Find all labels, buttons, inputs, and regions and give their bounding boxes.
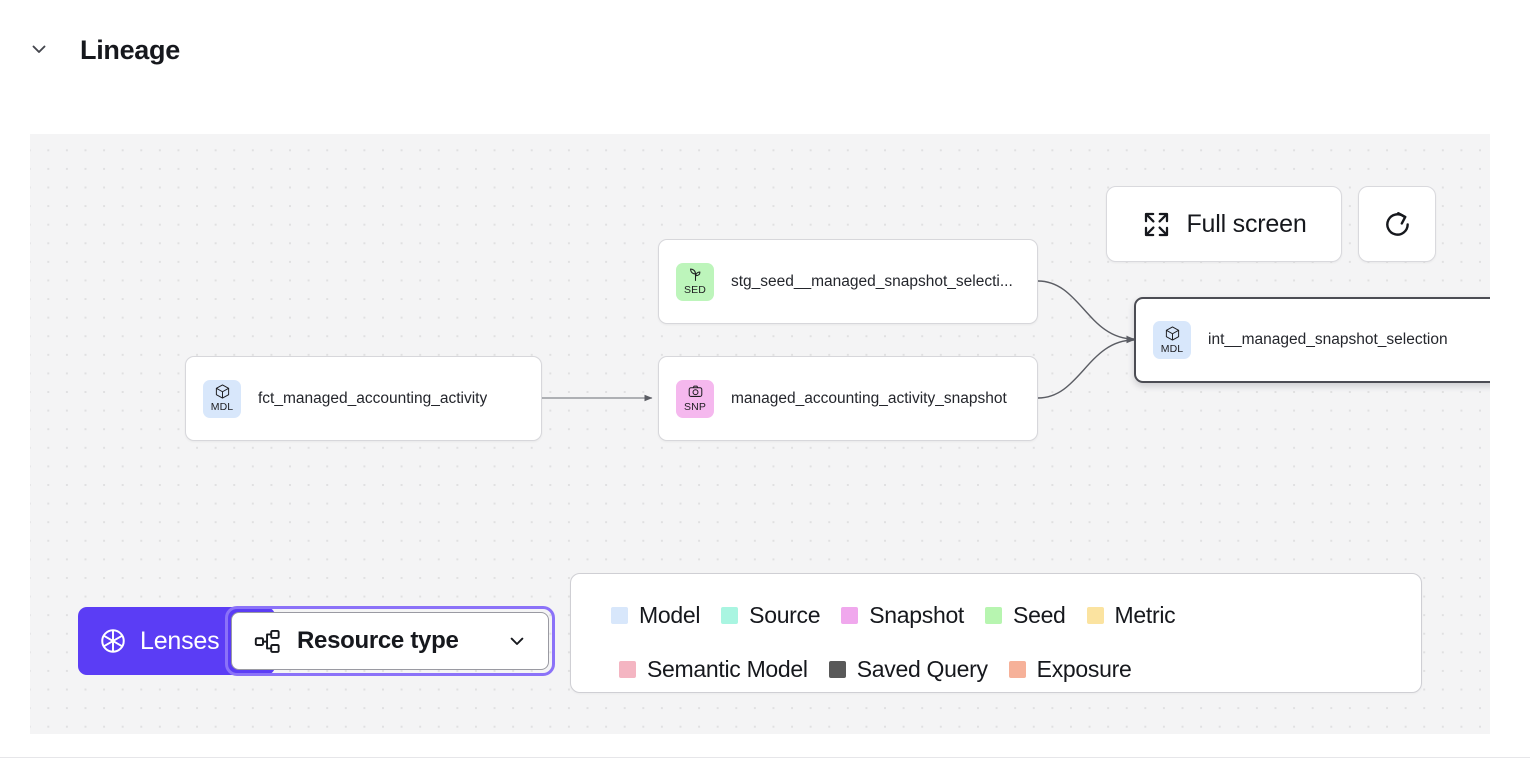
legend-swatch-metric — [1086, 606, 1104, 624]
lenses-label: Lenses — [140, 626, 220, 655]
resource-type-label: Resource type — [297, 627, 459, 654]
node-badge-label: SED — [684, 284, 706, 296]
legend-swatch-semantic-model — [619, 660, 636, 678]
legend-item-snapshot: Snapshot — [841, 602, 964, 629]
legend-item-metric: Metric — [1086, 601, 1176, 629]
hierarchy-icon — [254, 628, 281, 655]
legend-label: Source — [749, 601, 821, 628]
lineage-legend: Model Source Snapshot Seed Metric — [570, 573, 1422, 693]
node-badge-label: SNP — [684, 401, 706, 413]
fullscreen-label: Full screen — [1186, 209, 1307, 238]
legend-label: Model — [639, 601, 701, 628]
legend-item-source: Source — [721, 601, 821, 629]
lineage-canvas[interactable]: MDL fct_managed_accounting_activity SED … — [30, 134, 1490, 734]
lineage-section-header: Lineage — [0, 0, 1530, 100]
legend-label: Metric — [1114, 601, 1176, 628]
legend-label: Semantic Model — [647, 655, 808, 682]
refresh-button[interactable] — [1358, 186, 1436, 262]
legend-label: Saved Query — [856, 655, 988, 682]
legend-swatch-saved-query — [828, 660, 846, 678]
legend-item-seed: Seed — [985, 602, 1066, 629]
chevron-down-icon[interactable] — [24, 34, 54, 64]
legend-item-semantic-model: Semantic Model — [619, 656, 808, 683]
legend-label: Exposure — [1036, 655, 1132, 682]
fullscreen-button[interactable]: Full screen — [1106, 186, 1342, 262]
cube-icon — [1164, 325, 1181, 342]
legend-swatch-seed — [985, 606, 1003, 624]
cube-icon — [214, 384, 231, 400]
seedling-icon — [687, 267, 704, 283]
bottom-divider — [0, 757, 1530, 758]
page-title: Lineage — [80, 35, 180, 65]
legend-item-exposure: Exposure — [1008, 655, 1132, 683]
node-label: stg_seed__managed_snapshot_selecti... — [731, 272, 1013, 290]
resource-type-focus-ring: Resource type — [225, 606, 555, 676]
node-badge-label: MDL — [1160, 342, 1184, 355]
lineage-node-stg-seed-managed-snapshot-selection[interactable]: SED stg_seed__managed_snapshot_selecti..… — [658, 239, 1038, 324]
legend-row-2: Semantic Model Saved Query Exposure — [571, 650, 1421, 688]
legend-label: Seed — [1013, 601, 1066, 628]
lineage-node-int-managed-snapshot-selection[interactable]: MDL int__managed_snapshot_selection — [1134, 297, 1490, 383]
node-badge-label: MDL — [210, 401, 234, 413]
lineage-node-fct-managed-accounting-activity[interactable]: MDL fct_managed_accounting_activity — [185, 356, 542, 441]
node-badge-seed: SED — [676, 262, 714, 301]
legend-label: Snapshot — [869, 601, 965, 628]
expand-fullscreen-icon — [1141, 209, 1172, 240]
chevron-down-icon — [506, 630, 528, 652]
legend-swatch-exposure — [1008, 660, 1026, 678]
legend-item-saved-query: Saved Query — [828, 655, 988, 683]
legend-swatch-snapshot — [841, 606, 859, 624]
legend-swatch-source — [721, 606, 739, 624]
node-badge-snapshot: SNP — [676, 379, 714, 418]
legend-swatch-model — [611, 606, 628, 624]
node-badge-model: MDL — [203, 379, 241, 418]
refresh-icon — [1381, 208, 1414, 241]
camera-icon — [687, 384, 704, 400]
node-badge-model: MDL — [1153, 321, 1191, 359]
aperture-icon — [99, 627, 127, 655]
legend-item-model: Model — [611, 602, 700, 629]
legend-row-1: Model Source Snapshot Seed Metric — [571, 596, 1421, 634]
node-label: fct_managed_accounting_activity — [258, 389, 488, 407]
node-label: managed_accounting_activity_snapshot — [731, 389, 1007, 407]
resource-type-dropdown[interactable]: Resource type — [231, 612, 549, 670]
node-label: int__managed_snapshot_selection — [1208, 331, 1448, 348]
lineage-node-managed-accounting-activity-snapshot[interactable]: SNP managed_accounting_activity_snapshot — [658, 356, 1038, 441]
